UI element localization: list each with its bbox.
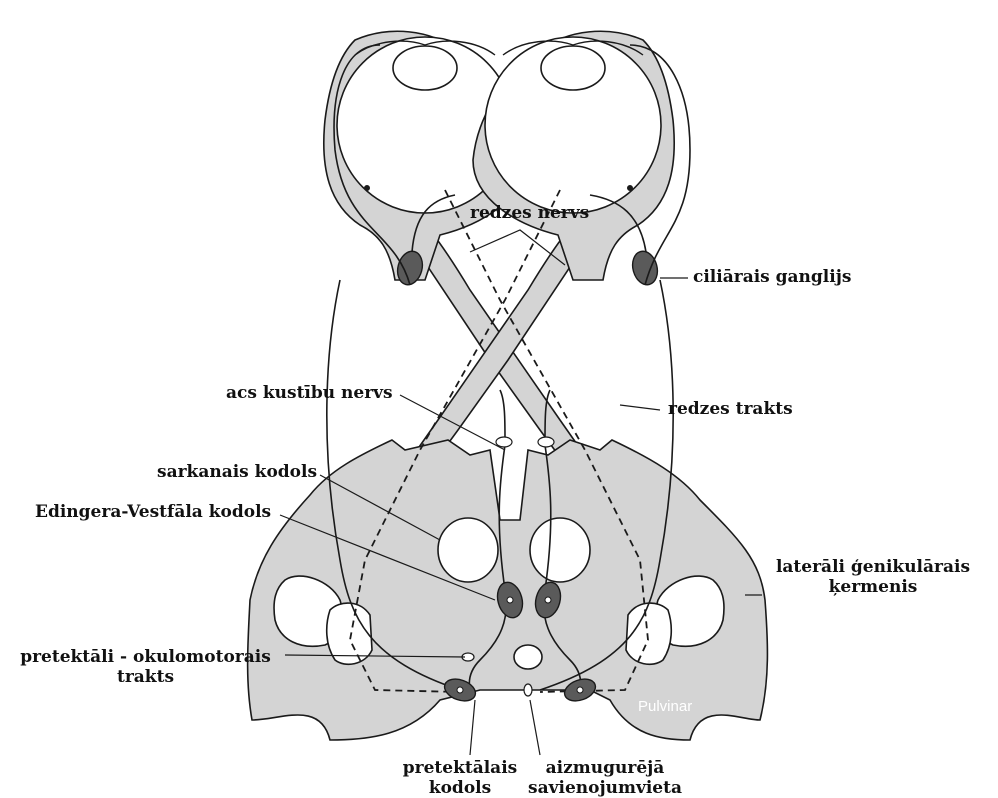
pretectal-nucleus-line2: kodols	[395, 778, 525, 798]
pretectal-oculomotor-label: pretektāli - okulomotorais trakts	[8, 647, 283, 687]
ciliary-ganglion-label: ciliārais ganglijs	[693, 267, 851, 287]
pulvinar-label: Pulvinar	[638, 698, 692, 715]
lateral-geniculate-line1: laterāli ģenikulārais	[768, 557, 978, 577]
pretectal-oculomotor-line1: pretektāli - okulomotorais	[8, 647, 283, 667]
red-nucleus-right	[530, 518, 590, 582]
cerebral-aqueduct	[514, 645, 542, 669]
oculomotor-nerve-label: acs kustību nervs	[226, 383, 393, 403]
posterior-commissure-line1: aizmugurējā	[520, 758, 690, 778]
optic-nerve-label: redzes nervs	[470, 203, 589, 223]
edinger-westphal-label: Edingera-Vestfāla kodols	[35, 502, 271, 522]
posterior-commissure-line2: savienojumvieta	[520, 778, 690, 798]
optic-tract-label: redzes trakts	[668, 399, 793, 419]
pretectal-nucleus-label: pretektālais kodols	[395, 758, 525, 798]
pretectal-oculomotor-line2: trakts	[8, 667, 283, 687]
posterior-commissure-label: aizmugurējā savienojumvieta	[520, 758, 690, 798]
red-nucleus-label: sarkanais kodols	[157, 462, 317, 482]
lateral-geniculate-label: laterāli ģenikulārais ķermenis	[768, 557, 978, 597]
red-nucleus-left	[438, 518, 498, 582]
pretectal-nucleus-line1: pretektālais	[395, 758, 525, 778]
lateral-geniculate-line2: ķermenis	[768, 577, 978, 597]
